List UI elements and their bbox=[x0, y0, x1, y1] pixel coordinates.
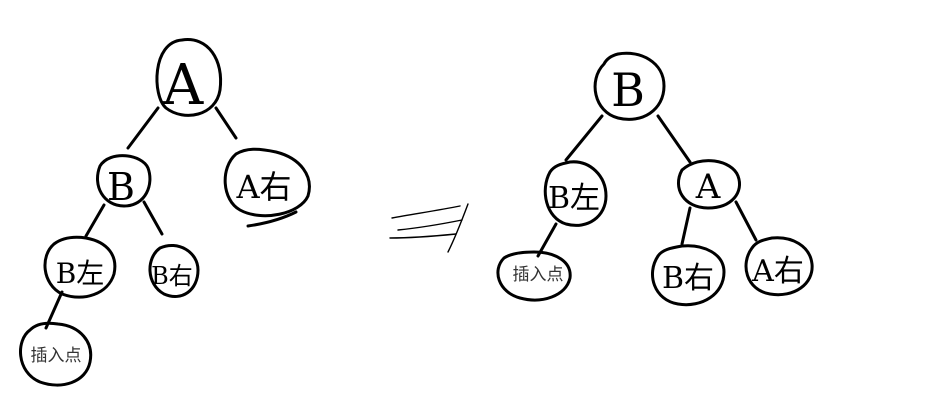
node-a-right-after: A右 bbox=[744, 236, 814, 297]
node-b-right-after-label: B右 bbox=[662, 261, 714, 296]
node-a-label: A bbox=[162, 53, 204, 118]
node-b-left: B左 bbox=[43, 235, 117, 299]
node-insert-point-circle bbox=[19, 321, 93, 387]
edge-b-bleft bbox=[84, 203, 106, 238]
node-insert-point-label: 插入点 bbox=[31, 346, 82, 366]
node-b-right-after-circle bbox=[651, 244, 726, 307]
edge-a-aright bbox=[214, 106, 238, 140]
node-b-after-circle bbox=[593, 51, 666, 121]
node-b-right-circle bbox=[148, 244, 200, 298]
node-b: B bbox=[96, 154, 152, 209]
edge-a-aright-after bbox=[734, 200, 758, 242]
node-a-right: A右 bbox=[223, 147, 311, 228]
node-b-left-after-circle bbox=[543, 160, 608, 227]
node-a-right-circle bbox=[223, 147, 311, 218]
edge-b-bleft-after bbox=[564, 114, 604, 162]
edge-a-bright-after bbox=[680, 206, 692, 246]
node-b-left-after: B左 bbox=[543, 160, 608, 227]
edge-bleft-insert-after bbox=[536, 222, 558, 258]
node-a-right-label: A右 bbox=[235, 168, 291, 206]
node-a-after: A bbox=[676, 159, 741, 210]
transform-arrow bbox=[389, 203, 469, 253]
node-insert-point-after-circle bbox=[496, 250, 572, 302]
node-a: A bbox=[155, 38, 223, 118]
node-b-after-label: B bbox=[611, 63, 645, 117]
tree-before: A B A右 B左 B右 插入点 bbox=[19, 38, 311, 387]
node-b-circle bbox=[96, 154, 152, 208]
node-a-circle bbox=[155, 38, 223, 117]
node-b-right-after: B右 bbox=[651, 244, 726, 307]
edge-b-a-after bbox=[656, 114, 692, 164]
node-insert-point-after: 插入点 bbox=[496, 250, 572, 302]
edge-a-b bbox=[126, 106, 160, 150]
node-a-right-after-circle bbox=[744, 236, 814, 297]
node-a-after-circle bbox=[676, 159, 741, 210]
edge-b-bright bbox=[142, 200, 164, 236]
node-b-left-label: B左 bbox=[56, 257, 105, 290]
node-b-right: B右 bbox=[148, 244, 200, 298]
node-a-right-after-label: A右 bbox=[751, 254, 804, 289]
node-b-left-after-label: B左 bbox=[548, 181, 600, 216]
node-b-after: B bbox=[593, 51, 666, 121]
node-insert-point-after-label: 插入点 bbox=[513, 265, 564, 285]
node-b-left-circle bbox=[43, 235, 117, 299]
node-b-label: B bbox=[107, 165, 135, 209]
tree-after: B B左 A 插入点 B右 A右 bbox=[496, 51, 814, 307]
node-a-after-label: A bbox=[695, 167, 721, 207]
node-b-right-label: B右 bbox=[151, 262, 193, 290]
node-insert-point: 插入点 bbox=[19, 321, 93, 387]
node-a-right-tail bbox=[246, 210, 298, 228]
